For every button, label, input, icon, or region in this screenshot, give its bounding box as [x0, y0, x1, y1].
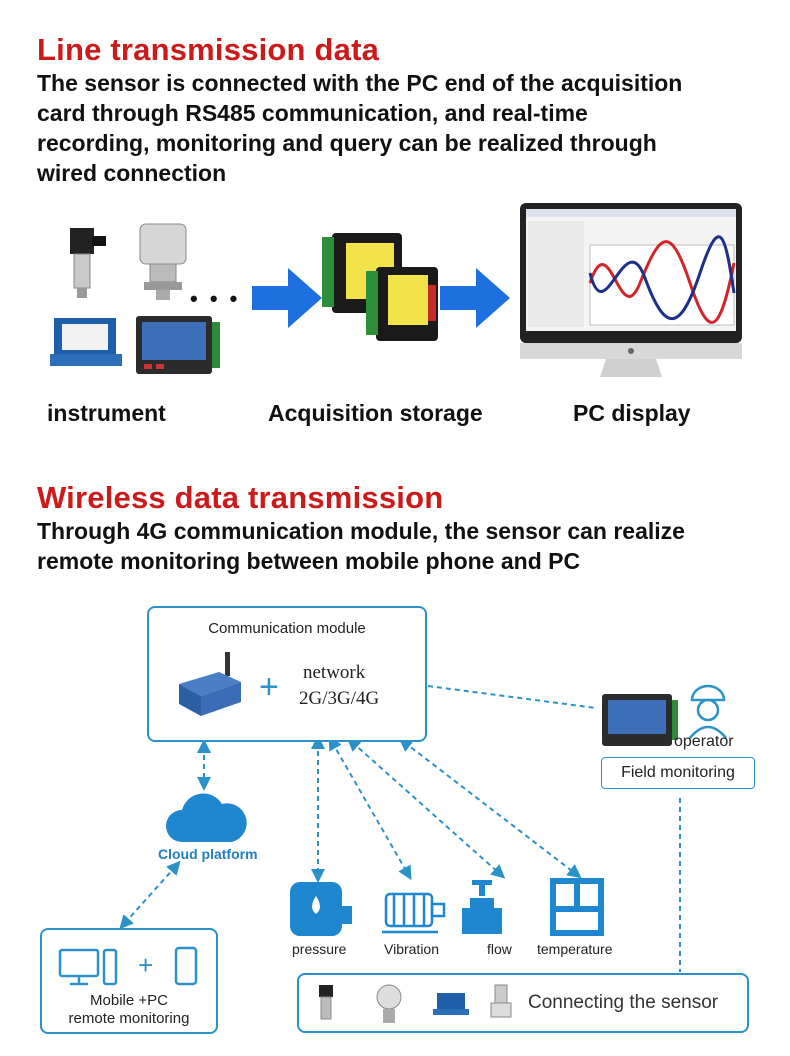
- ellipsis: • • •: [190, 286, 241, 311]
- field-monitoring-label: Field monitoring: [621, 764, 735, 781]
- remote-monitoring-box: + Mobile +PC remote monitoring: [40, 928, 218, 1034]
- recorder-image: [136, 316, 220, 374]
- vibration-icon: [382, 892, 446, 934]
- wired-title: Line transmission data: [37, 32, 380, 67]
- sensor-label-flow: flow: [487, 941, 512, 957]
- link-cloud-remote: [119, 860, 181, 930]
- sensor-icons: [290, 878, 604, 936]
- operator-icon: [689, 684, 727, 739]
- cloud-label: Cloud platform: [158, 846, 258, 862]
- caption-acquisition: Acquisition storage: [268, 400, 483, 426]
- instrument-images: [50, 223, 220, 374]
- wired-desc-line: The sensor is connected with the PC end …: [37, 70, 683, 96]
- wireless-description: Through 4G communication module, the sen…: [37, 516, 777, 576]
- remote-line2: remote monitoring: [68, 1010, 190, 1027]
- communication-module-box: Communication module + network 2G/3G/4G: [147, 606, 427, 742]
- pressure-transmitter-image: [70, 228, 106, 298]
- field-monitoring-badge: Field monitoring: [601, 757, 755, 789]
- wireless-desc-line: remote monitoring between mobile phone a…: [37, 548, 581, 574]
- wireless-title: Wireless data transmission: [37, 480, 444, 515]
- plus-sign: +: [259, 668, 279, 706]
- link-module-field: [427, 685, 597, 709]
- router-icon: [179, 652, 241, 716]
- flow-icon: [462, 880, 502, 934]
- transmitter-icon: [319, 985, 333, 1020]
- wireless-desc-line: Through 4G communication module, the sen…: [37, 518, 685, 544]
- connected-sensor-images: [319, 984, 512, 1023]
- sanitary-sensor-image: [139, 223, 187, 300]
- plus-sign: +: [138, 950, 154, 980]
- pc-monitor-image: [520, 203, 742, 377]
- signal-module-image: [50, 318, 122, 366]
- arrow-right-icon: [440, 268, 510, 328]
- sensor-label-temperature: temperature: [537, 941, 613, 957]
- acquisition-module-image: [322, 233, 438, 341]
- operator-label: operator: [674, 733, 734, 750]
- sensor-probe-icon: [490, 984, 512, 1018]
- sensor-label-pressure: pressure: [292, 941, 347, 957]
- arrow-right-icon: [252, 268, 322, 328]
- connecting-sensor-label: Connecting the sensor: [528, 992, 719, 1013]
- pressure-icon: [290, 882, 352, 936]
- link-flow: [346, 737, 506, 879]
- caption-instrument: instrument: [47, 400, 166, 426]
- remote-devices: [58, 946, 198, 986]
- network-label: network: [303, 662, 366, 683]
- wired-description: The sensor is connected with the PC end …: [37, 68, 777, 188]
- wired-desc-line: recording, monitoring and query can be r…: [37, 130, 657, 156]
- caption-pc: PC display: [573, 400, 691, 426]
- phone-icon: [174, 946, 198, 986]
- network-bands: 2G/3G/4G: [299, 688, 380, 709]
- field-devices-image: [602, 684, 727, 746]
- wired-desc-line: card through RS485 communication, and re…: [37, 100, 588, 126]
- remote-line1: Mobile +PC: [90, 992, 168, 1009]
- sensor-label-vibration: Vibration: [384, 941, 440, 957]
- connecting-sensor-box: Connecting the sensor: [297, 973, 749, 1033]
- comm-module-title: Communication module: [208, 620, 366, 637]
- wired-desc-line: wired connection: [37, 160, 227, 186]
- cloud-icon: [166, 793, 247, 842]
- pc-icon: [58, 948, 118, 986]
- link-temperature: [398, 737, 582, 879]
- temperature-icon: [550, 878, 604, 936]
- link-vibration: [328, 735, 412, 881]
- flowmeter-icon: [376, 984, 402, 1023]
- module-icon: [433, 993, 469, 1015]
- recorder-icon: [602, 694, 678, 746]
